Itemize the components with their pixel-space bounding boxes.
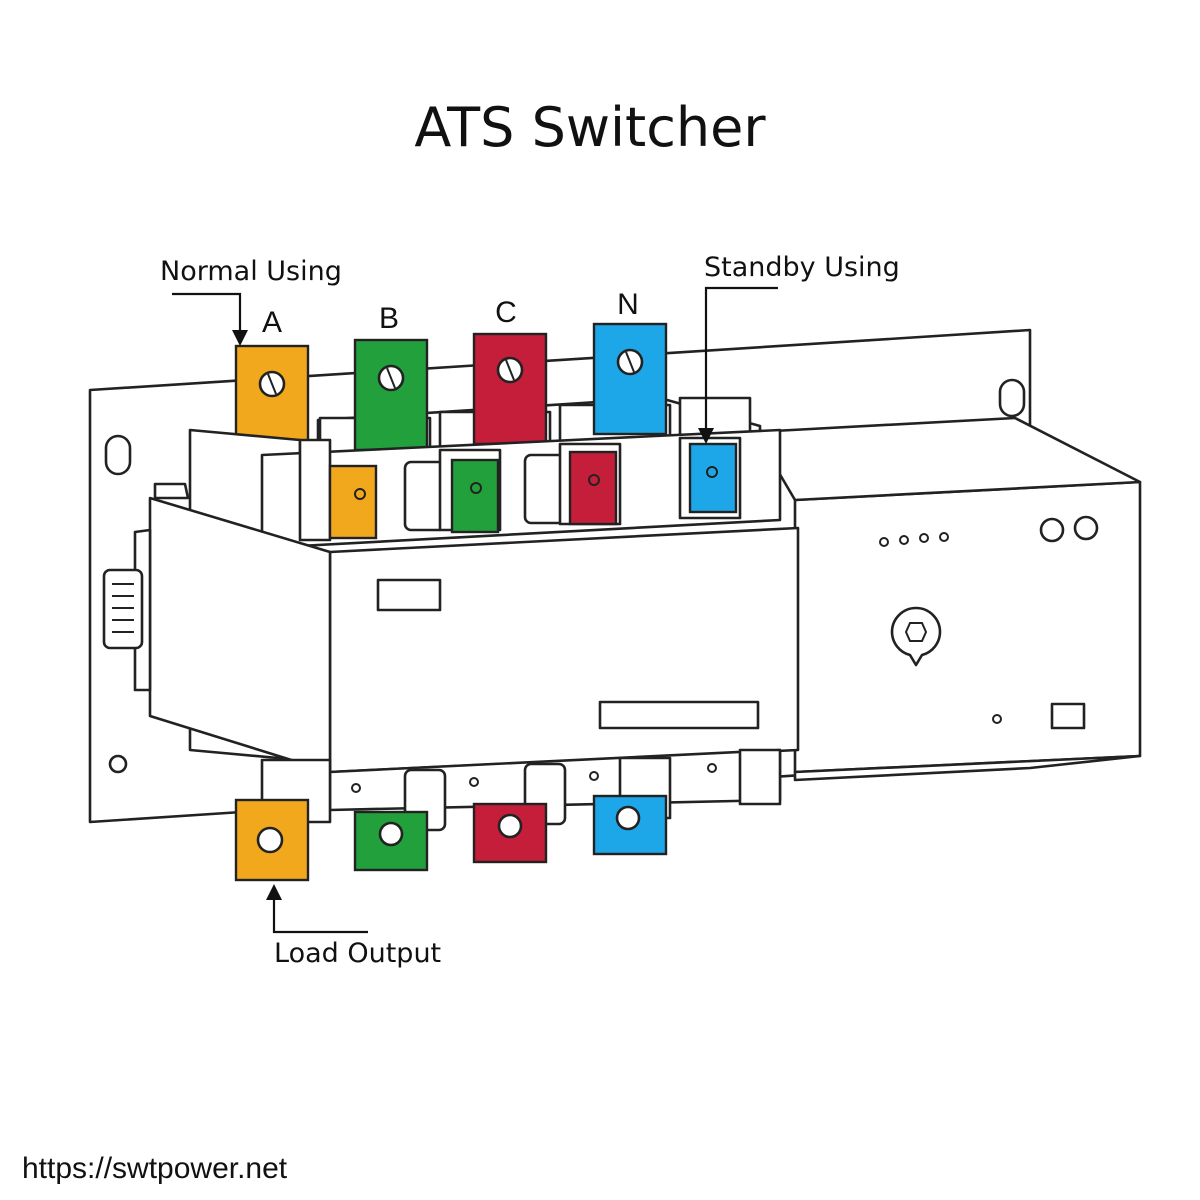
diagram-title: ATS Switcher <box>414 96 766 159</box>
normal-using-arrow <box>172 292 248 346</box>
load-output-label: Load Output <box>274 938 441 969</box>
keyhole-slot-left <box>104 434 132 476</box>
indicator-leds <box>879 532 949 547</box>
busbar-c-bottom <box>472 802 548 864</box>
footer-url: https://swtpower.net <box>22 1152 288 1185</box>
busbar-c-top <box>472 332 548 446</box>
indicator-lamp-1 <box>1039 517 1065 543</box>
indicator-lamp-2 <box>1073 515 1099 541</box>
phase-label-b: B <box>379 302 399 335</box>
side-controller <box>102 482 332 774</box>
mount-hole-bottom-left <box>108 754 128 774</box>
keyhole-slot-right <box>998 378 1026 418</box>
switch-body <box>328 526 800 774</box>
phase-label-c: C <box>495 296 517 329</box>
load-output-arrow <box>266 884 368 934</box>
busbar-b-top <box>353 338 429 452</box>
phase-label-a: A <box>262 306 282 339</box>
connector-port-icon <box>102 568 144 650</box>
nameplate-slot <box>598 700 760 730</box>
standby-using-label: Standby Using <box>704 252 900 283</box>
standby-using-arrow <box>698 286 778 444</box>
busbar-n-bottom <box>592 794 668 856</box>
busbar-b-front <box>450 458 500 534</box>
busbar-c-front <box>568 450 618 526</box>
normal-using-label: Normal Using <box>160 256 342 287</box>
busbar-a-front <box>328 464 378 540</box>
controller-box <box>753 416 1142 782</box>
busbar-n-top <box>592 322 668 436</box>
status-window <box>1050 702 1086 730</box>
busbar-b-bottom <box>353 810 429 872</box>
manual-operation-shaft <box>890 606 942 667</box>
busbar-a-bottom <box>234 798 310 882</box>
busbar-n-front <box>688 442 738 514</box>
phase-label-n: N <box>617 288 639 321</box>
screw-icon <box>992 714 1002 724</box>
label-window <box>376 578 442 612</box>
